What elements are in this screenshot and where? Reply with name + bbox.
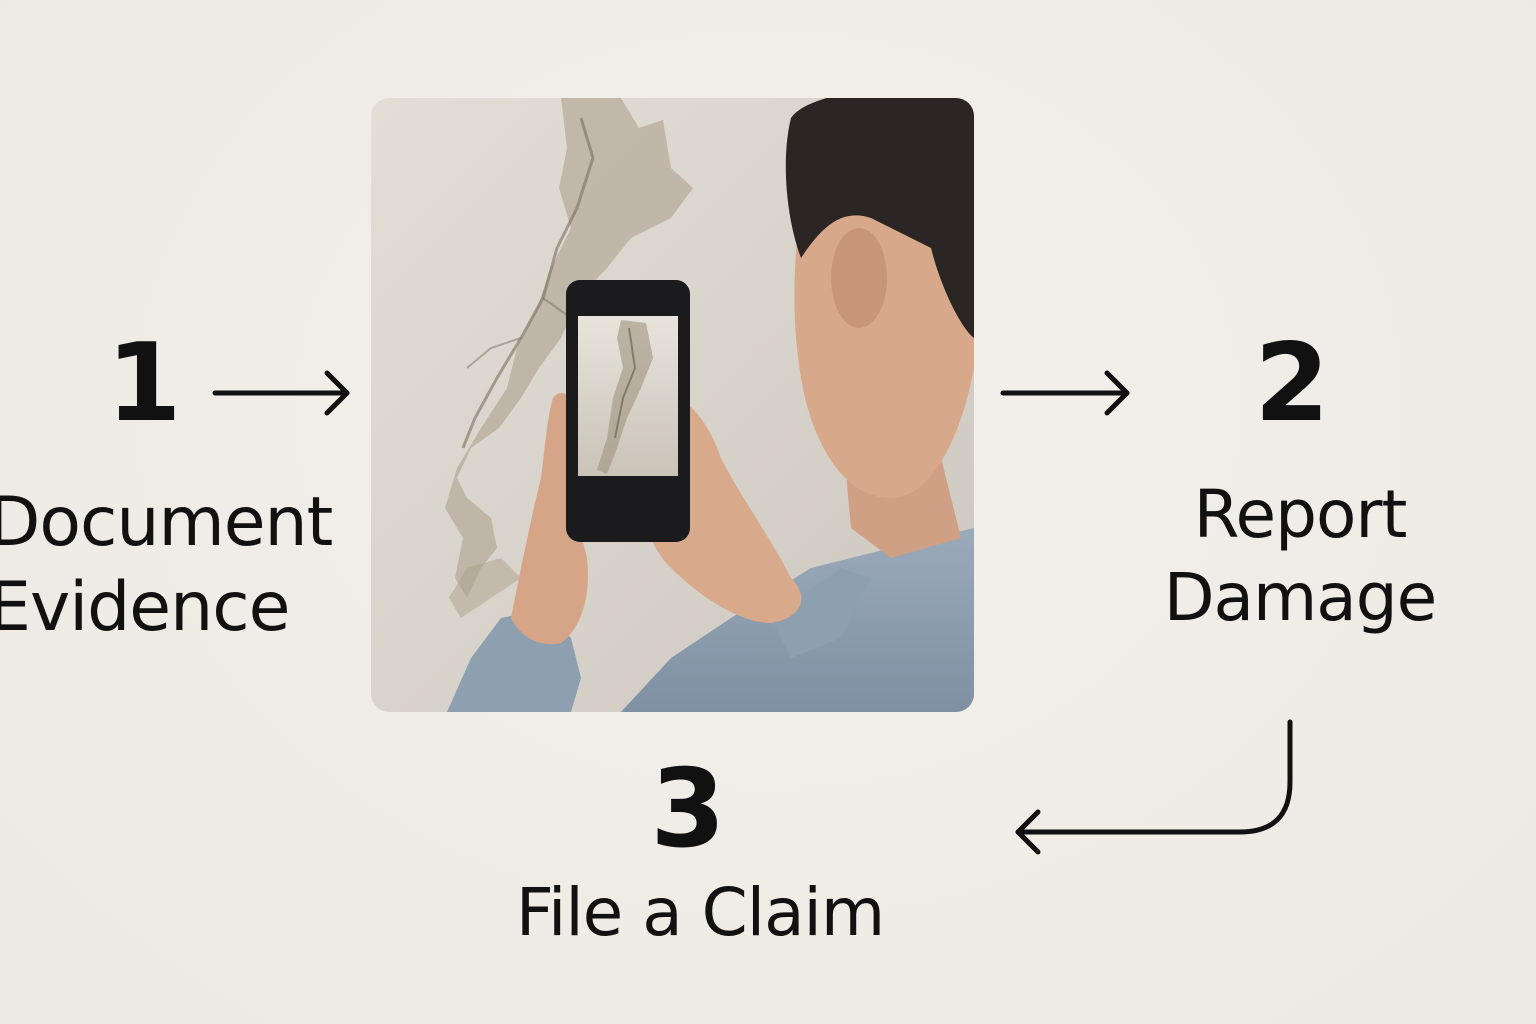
step-2-label-line2: Damage: [1163, 558, 1438, 636]
step-2-label: Report Damage: [1150, 474, 1450, 639]
step-1-label: Document Evidence: [0, 480, 333, 650]
step-3-label: File a Claim: [515, 874, 885, 951]
arrow-photo-to-step2: [1000, 370, 1130, 416]
step-1-label-line2: Evidence: [0, 568, 290, 647]
hair: [785, 98, 974, 338]
arrow-step1-to-photo: [212, 370, 350, 416]
ear: [831, 228, 887, 328]
damage-photo-illustration: [371, 98, 974, 712]
step-2-number: 2: [1254, 321, 1330, 446]
right-sleeve: [771, 568, 871, 658]
arrow-step2-to-step3: [1015, 719, 1293, 855]
step-3-number: 3: [650, 747, 726, 872]
damage-photo: [371, 98, 974, 712]
wall-stain: [445, 98, 693, 598]
step-1-number: 1: [106, 321, 182, 446]
wall-stain-lower: [449, 558, 521, 618]
phone-screen-stain: [597, 320, 653, 474]
step-2-label-line1: Report: [1193, 476, 1408, 553]
step-1-label-line1: Document: [0, 483, 333, 562]
